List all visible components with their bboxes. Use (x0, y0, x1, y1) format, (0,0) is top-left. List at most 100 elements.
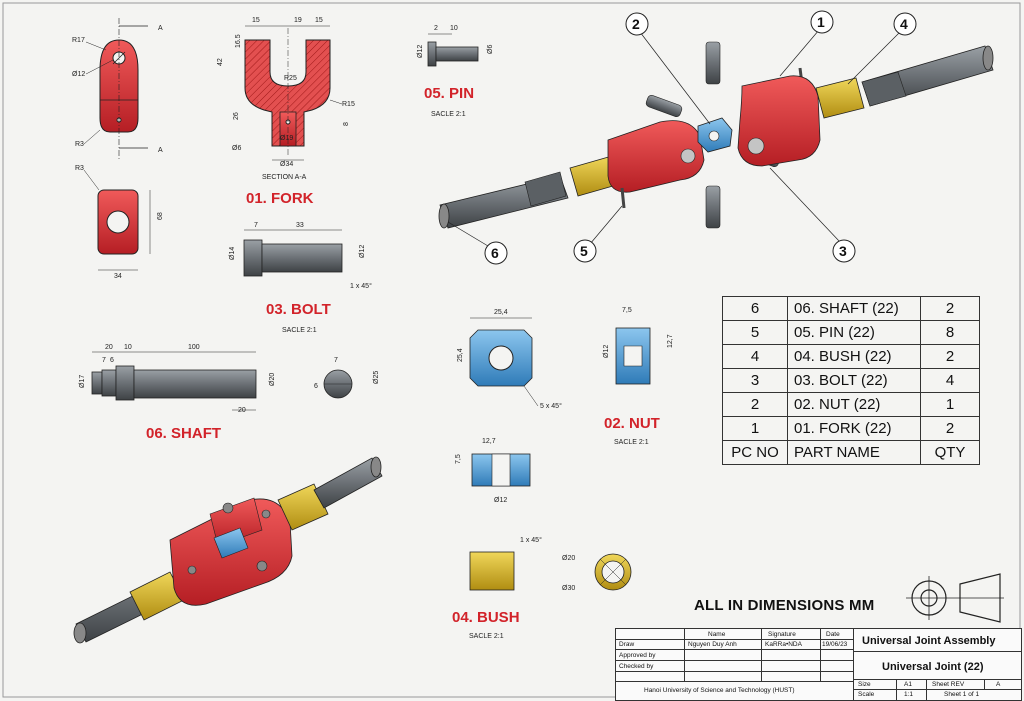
pin-dim-2: 2 (434, 25, 438, 32)
bush-dim-chamfer: 1 x 45° (520, 536, 542, 544)
fork-dim-19: 19 (294, 17, 302, 24)
part-name-cell: 02. NUT (22) (787, 392, 921, 417)
draw-signature: KaRRa•NDA (765, 641, 802, 648)
fork-dim-dia6: Ø6 (232, 145, 241, 152)
pc-no-cell: 2 (722, 392, 788, 417)
assembled-bush-right (277, 483, 329, 531)
pc-no-cell: 5 (722, 320, 788, 345)
nut-dim-chamfer: 5 x 45° (540, 402, 562, 410)
fork-dim-r15: R15 (342, 101, 355, 108)
nut-dim-7-5: 7,5 (622, 307, 632, 314)
bolt-scale: SACLE 2:1 (282, 327, 317, 334)
bolt-dim-dia12: Ø12 (359, 245, 366, 258)
assembled-shaft-right (313, 457, 383, 509)
part-name-cell: 03. BOLT (22) (787, 368, 921, 393)
shaft-title: 06. SHAFT (146, 425, 221, 442)
pin-dim-10: 10 (450, 25, 458, 32)
nut-dim-12-7: 12,7 (667, 334, 674, 348)
exploded-bolt-bottom (705, 185, 721, 229)
fork-dim-16-5: 16.5 (235, 34, 242, 48)
col-signature-header: Signature (768, 631, 796, 638)
part-name-cell: 05. PIN (22) (787, 320, 921, 345)
shaft-dim-dia17: Ø17 (79, 375, 86, 388)
draw-name: Nguyen Duy Anh (688, 641, 737, 648)
bush-dim-dia30: Ø30 (562, 585, 575, 592)
nut-dim-25-4-w: 25,4 (494, 309, 508, 316)
size-label: Size (858, 681, 871, 688)
col-name-header: Name (708, 631, 726, 638)
shaft-dim-6: 6 (110, 357, 114, 364)
pin-body (435, 46, 479, 62)
pc-no-cell: 3 (722, 368, 788, 393)
nut-bottom-dim-7-5: 7,5 (455, 454, 462, 464)
assembled-nut (213, 527, 249, 559)
bolt-dim-chamfer: 1 x 45° (350, 282, 372, 290)
sheet-rev-label: Sheet REV (932, 681, 965, 688)
table-row: 1 01. FORK (22) 2 (722, 416, 980, 441)
pc-no-cell: 1 (722, 416, 788, 441)
exploded-fork-right (737, 75, 821, 167)
nut-bottom-dim-12-7: 12,7 (482, 438, 496, 445)
nut-dim-dia12: Ø12 (603, 345, 610, 358)
callout-1 (810, 10, 834, 34)
qty-cell: 2 (920, 416, 980, 441)
fork-drawing: A A R17 Ø12 R3 R3 68 34 15 19 15 42 16.5… (72, 17, 355, 280)
qty-header: QTY (920, 440, 980, 465)
pin-title: 05. PIN (424, 85, 474, 102)
bolt-dim-dia14: Ø14 (229, 247, 236, 260)
fork-section-view (244, 39, 331, 147)
shaft-dim-100: 100 (188, 344, 200, 351)
callout-3 (832, 239, 856, 263)
callout-1-label: 1 (817, 14, 825, 30)
fork-title: 01. FORK (246, 190, 314, 207)
shaft-drawing: 20 10 100 7 6 Ø17 Ø20 20 7 6 Ø25 06. SHA… (79, 344, 380, 442)
bush-side-view (469, 551, 515, 591)
size-value: A1 (904, 681, 912, 688)
scale-label: Scale (858, 691, 875, 698)
callouts: 1 2 3 4 5 6 (447, 10, 917, 265)
organization: Hanoi University of Science and Technolo… (644, 687, 795, 694)
pin-dim-dia12: Ø12 (417, 45, 424, 58)
shaft-end-dim-7: 7 (334, 357, 338, 364)
nut-bottom-dim-dia12: Ø12 (494, 497, 507, 504)
qty-cell: 2 (920, 296, 980, 321)
shaft-dim-20b: 20 (238, 407, 246, 414)
title-block: Name Signature Date Draw Nguyen Duy Anh … (615, 628, 1022, 701)
exploded-bush-right (815, 77, 865, 119)
fork-dim-r3-bottom: R3 (75, 165, 84, 172)
checked-label: Checked by (619, 663, 654, 670)
callout-4 (893, 12, 917, 36)
fork-dim-dia19: Ø19 (280, 135, 293, 142)
approved-label: Approved by (619, 652, 656, 659)
shaft-end-dim-6: 6 (314, 383, 318, 390)
col-date-header: Date (826, 631, 840, 638)
table-row: 6 06. SHAFT (22) 2 (722, 296, 980, 321)
fork-dim-34: 34 (114, 273, 122, 280)
qty-cell: 8 (920, 320, 980, 345)
fork-dim-15b: 15 (315, 17, 323, 24)
fork-dim-d12: Ø12 (72, 71, 85, 78)
draw-label: Draw (619, 641, 635, 648)
callout-6-label: 6 (491, 245, 499, 261)
fork-dim-r3-top: R3 (75, 141, 84, 148)
bush-dim-dia20: Ø20 (562, 555, 575, 562)
table-row: 5 05. PIN (22) 8 (722, 320, 980, 345)
fork-section-label: SECTION A-A (262, 174, 307, 181)
bush-title: 04. BUSH (452, 609, 520, 626)
qty-cell: 2 (920, 344, 980, 369)
bolt-title: 03. BOLT (266, 301, 331, 318)
fork-dim-r17: R17 (72, 37, 85, 44)
section-mark-top: A (158, 25, 163, 32)
fork-dim-r25: R25 (284, 75, 297, 82)
pc-no-cell: 6 (722, 296, 788, 321)
qty-cell: 1 (920, 392, 980, 417)
callout-5-label: 5 (580, 243, 588, 259)
exploded-view (438, 41, 994, 229)
nut-dim-25-4-h: 25,4 (457, 348, 464, 362)
callout-6 (484, 241, 508, 265)
draw-date: 19/06/23 (822, 641, 848, 648)
sheet-value: Sheet 1 of 1 (944, 691, 980, 698)
scale-value: 1:1 (904, 691, 914, 698)
fork-dim-dia34: Ø34 (280, 161, 293, 168)
